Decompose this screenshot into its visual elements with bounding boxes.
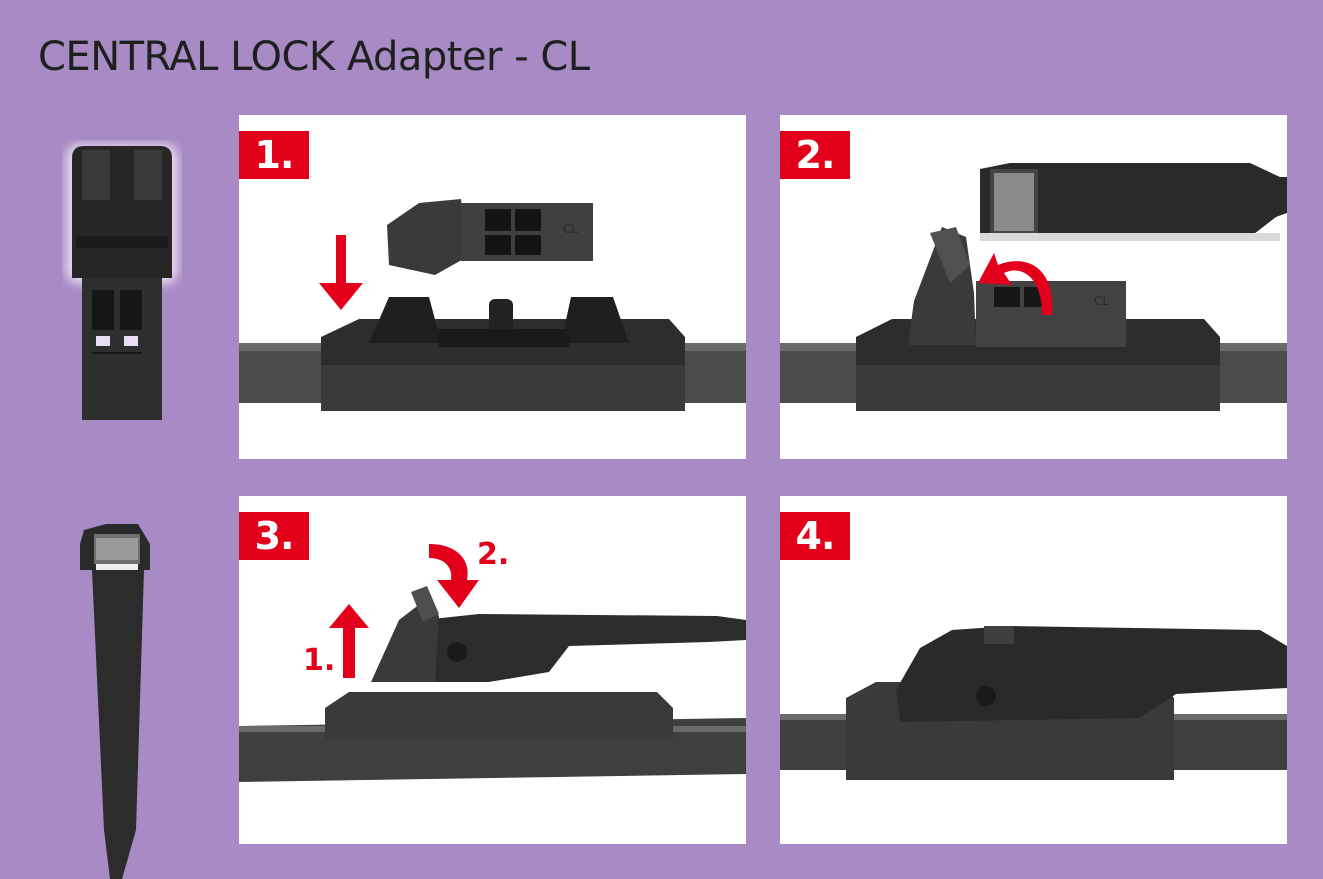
step-number-badge: 1. xyxy=(239,131,309,179)
step-4-scene xyxy=(780,626,1287,780)
step-number-badge: 3. xyxy=(239,512,309,560)
cl-adapter-illustration: CL xyxy=(66,144,178,420)
step-3-scene: 1. 2. xyxy=(239,537,746,782)
step-2-scene: CL xyxy=(780,163,1287,411)
sub-step-label: 1. xyxy=(303,643,335,678)
step-3-panel: 1. 2. 3. xyxy=(239,496,746,844)
curved-arrow-icon xyxy=(978,253,1053,315)
step-4-panel: 4. xyxy=(780,496,1287,844)
step-1-panel: CL 1. xyxy=(239,115,746,459)
adapter-cl-mark: CL xyxy=(563,222,578,236)
page-title: CENTRAL LOCK Adapter - CL xyxy=(38,34,590,80)
step-2-panel: CL 2. xyxy=(780,115,1287,459)
sub-step-label: 2. xyxy=(477,537,509,572)
arrow-up-icon xyxy=(329,604,369,678)
adapter-cl-mark: CL xyxy=(111,390,125,405)
curved-arrow-icon xyxy=(429,544,479,608)
arrow-down-icon xyxy=(319,235,363,310)
wiper-arm-illustration xyxy=(80,524,150,879)
step-1-scene: CL xyxy=(239,199,746,411)
step-number-badge: 2. xyxy=(780,131,850,179)
adapter-cl-mark: CL xyxy=(1094,294,1109,308)
step-number-badge: 4. xyxy=(780,512,850,560)
